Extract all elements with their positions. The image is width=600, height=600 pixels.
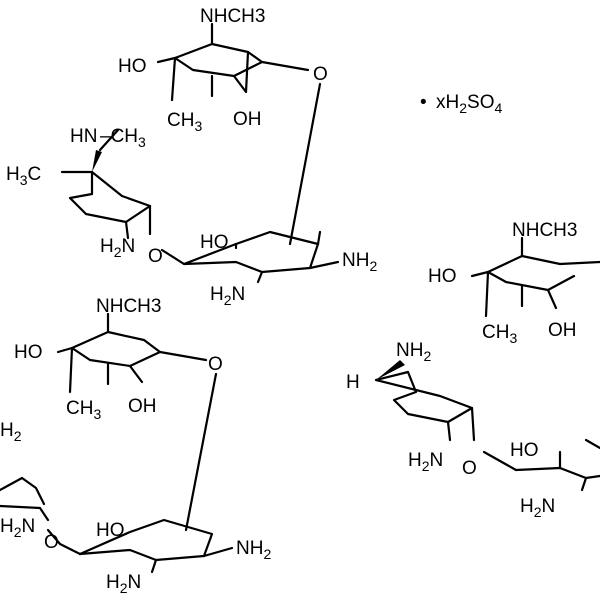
glycosidic-oxygen-label: O [148,246,163,267]
oh-label-3: OH [548,320,577,341]
h-label: H [346,372,360,393]
deoxystreptamine-ring-1: HO H2N NH2 [182,230,377,308]
ho-label-6: HO [510,440,539,461]
purpurosamine-ring-3: NH2 H H2N O [346,340,518,479]
salt-formula: xH2SO4 [436,92,502,116]
hn-label: HN [70,126,97,147]
ho-label-5: HO [428,266,457,287]
oh-label-2: OH [128,396,157,417]
purpurosamine-ring-2: H2N O [0,476,82,556]
glycosidic-oxygen-label-2: O [44,532,59,553]
ho-label-4: HO [96,520,125,541]
molecule-gentamicin-c1: NHCH3 HO CH3 OH O HN –CH3 H3C H2N O [6,6,377,308]
deoxystreptamine-ring-3: HO H2N [510,438,600,520]
ho-label-3: HO [14,342,43,363]
h2n-label-2: H2N [210,284,245,308]
ring-oxygen-label-2: O [208,354,223,375]
h3c-label: H3C [6,164,41,188]
oh-label: OH [233,109,262,130]
deoxystreptamine-ring-2: HO H2N NH2 [78,518,271,596]
ch3-label-2: CH3 [66,398,101,422]
ring-oxygen-label: O [313,64,328,85]
nhch3-label-3: NHCH3 [512,220,577,241]
ch3-label: CH3 [167,110,202,134]
ho-label: HO [118,56,147,77]
methyl-dash-label: –CH3 [100,126,146,150]
nh2-label: NH2 [342,250,377,274]
purpurosamine-ring-1: HN –CH3 H3C H2N O [6,126,186,267]
nh2-label-3: NH2 [396,340,431,364]
molecule-gentamicin-c2: NHCH3 HO CH3 OH NH2 H H2N O HO H2N [346,220,600,520]
sulfate-salt: • xH2SO4 [420,92,502,116]
h2n-label: H2N [100,236,135,260]
garosamine-ring-2: NHCH3 HO CH3 OH O [14,296,223,532]
nhch3-label: NHCH3 [200,6,265,27]
h2n-label-4: H2N [106,572,141,596]
ch3-label-3: CH3 [482,322,517,346]
h2-fragment-label: H2 [0,420,22,444]
nhch3-label-2: NHCH3 [96,296,161,317]
h2n-label-6: H2N [520,496,555,520]
h2n-label-5: H2N [408,450,443,474]
h2n-label-3: H2N [0,516,35,540]
garosamine-ring-1: NHCH3 HO CH3 OH O [118,6,328,246]
salt-dot: • [420,92,427,113]
ho-label-2: HO [200,232,229,253]
garosamine-ring-3: NHCH3 HO CH3 OH [428,220,600,346]
molecule-gentamicin-c1a: NHCH3 HO CH3 OH O H2 H2N O HO H2N NH2 [0,296,271,596]
glycosidic-oxygen-label-3: O [462,458,477,479]
nh2-label-2: NH2 [236,538,271,562]
